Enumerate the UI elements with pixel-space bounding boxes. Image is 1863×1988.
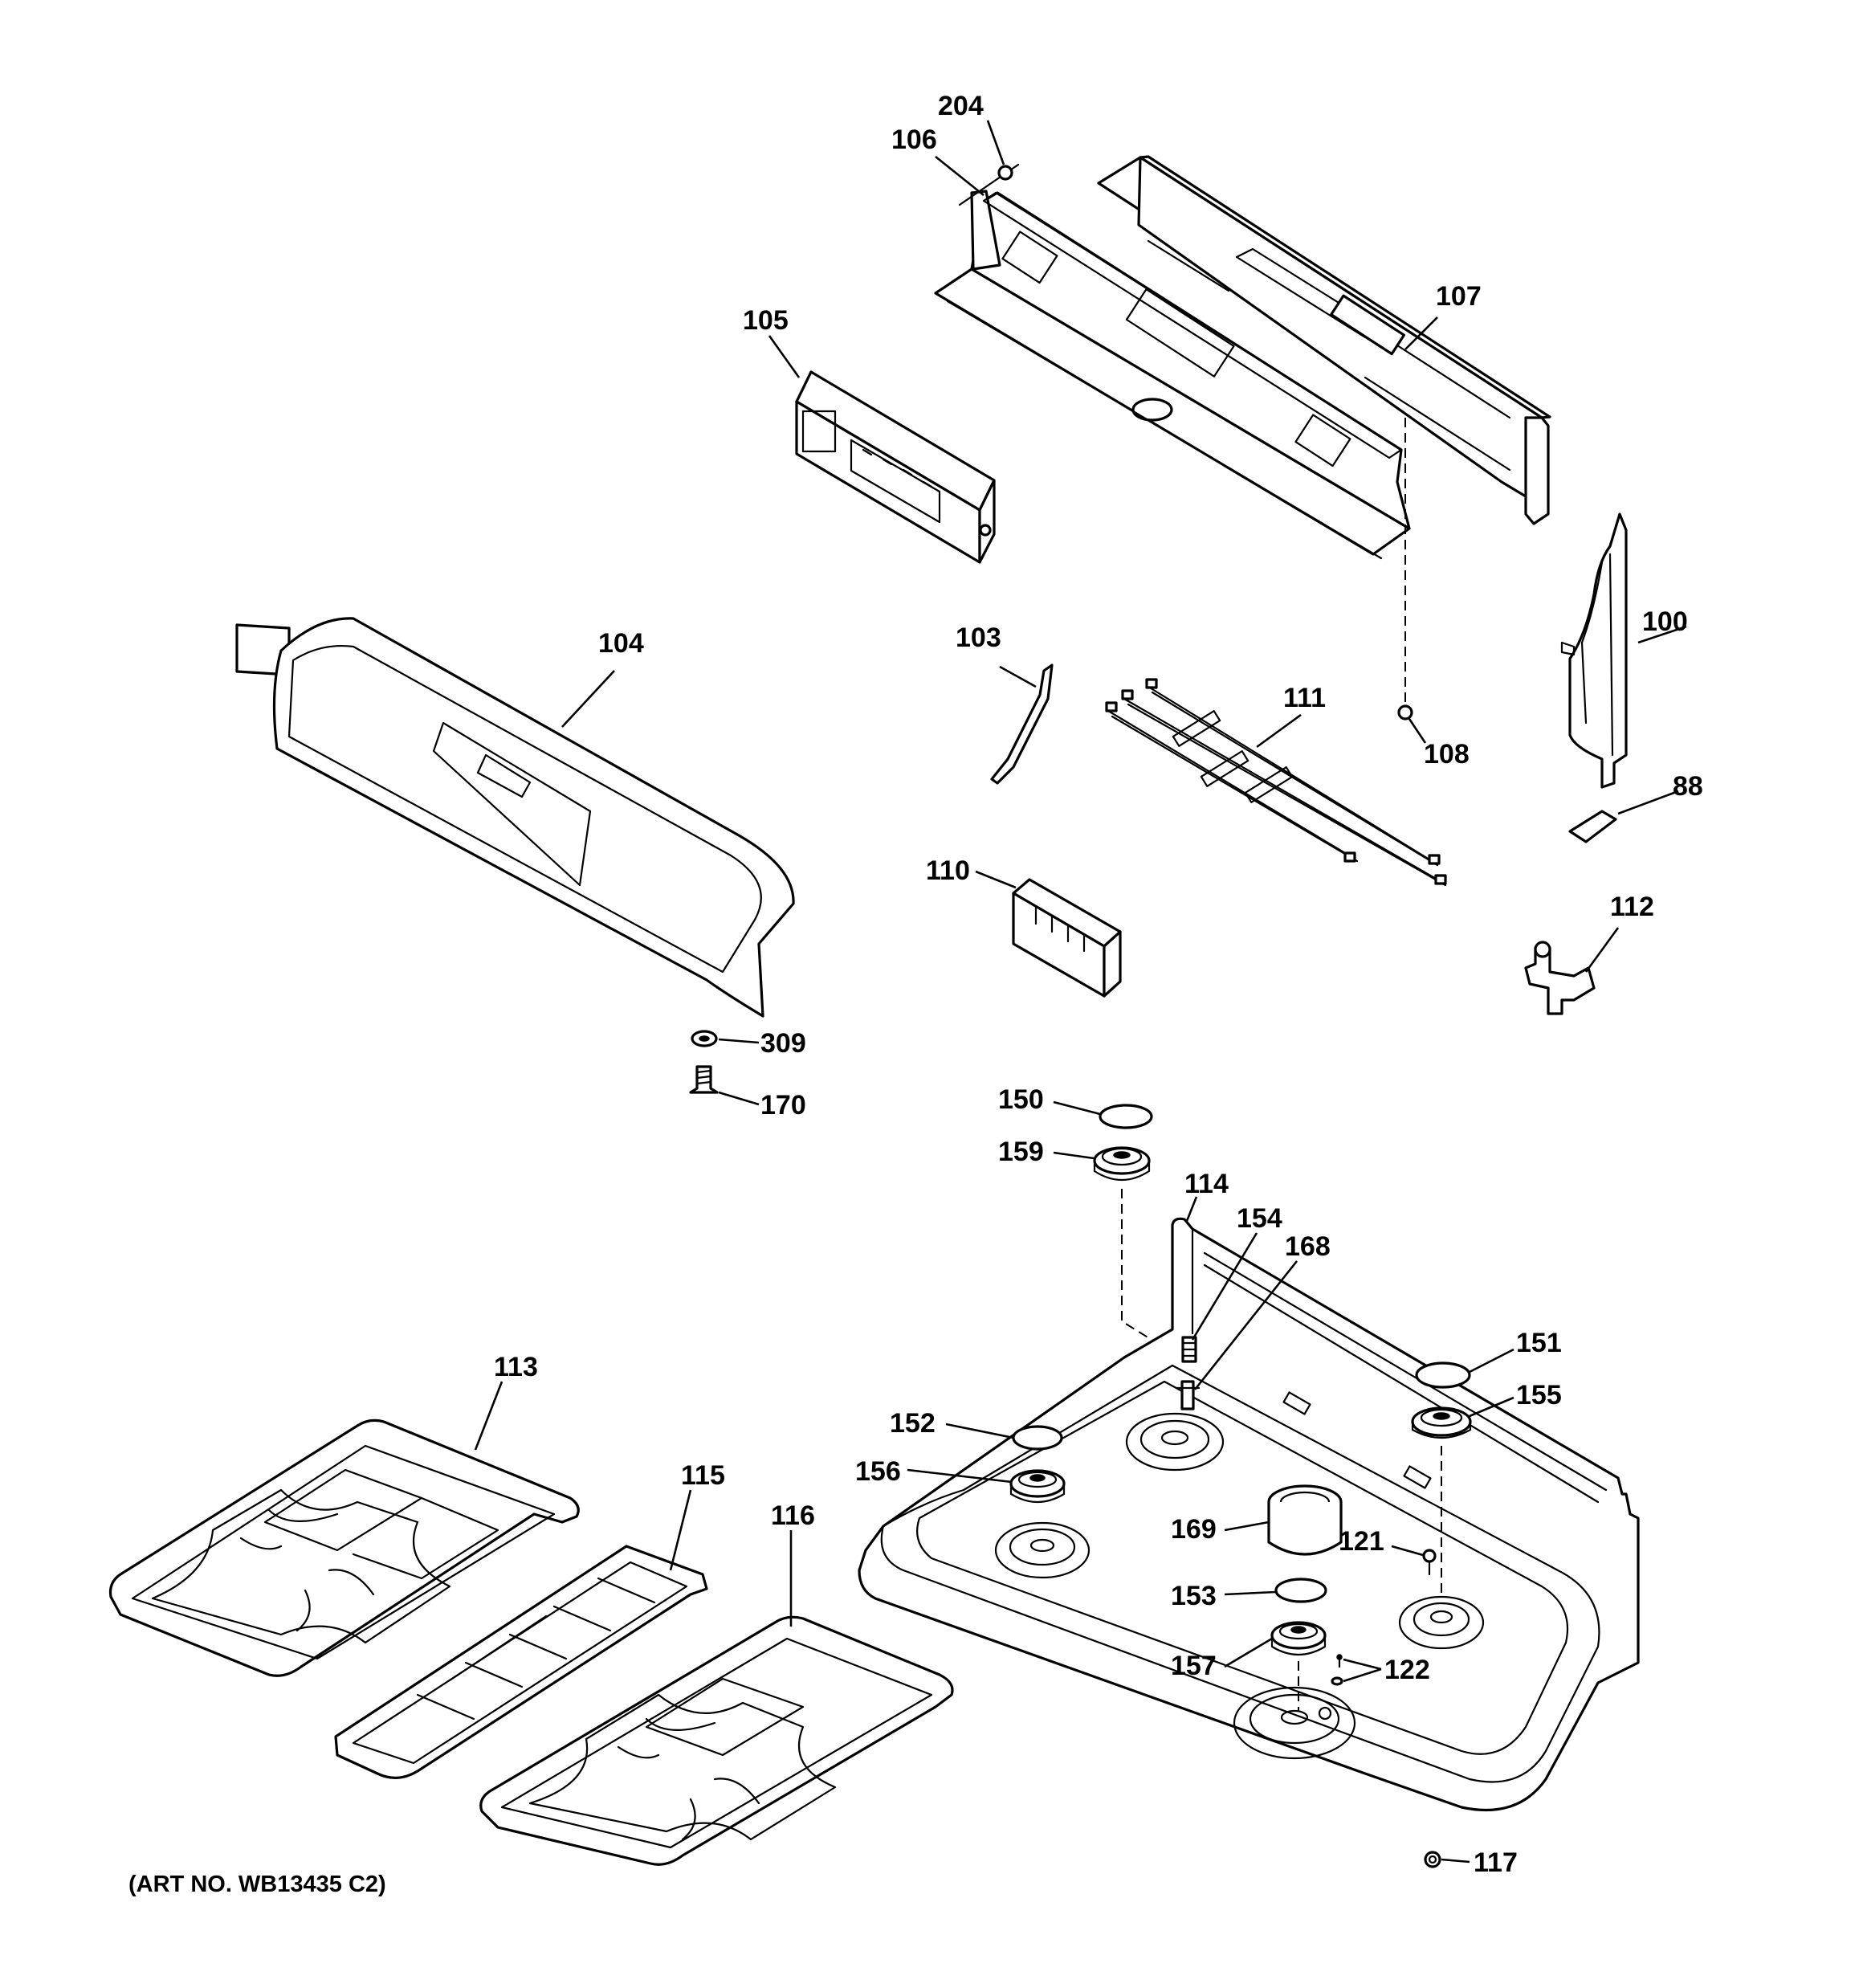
callout-115: 115: [681, 1460, 725, 1491]
callout-88: 88: [1673, 771, 1703, 802]
part-156-burner-head: [1009, 1469, 1066, 1503]
part-104-backguard: [235, 617, 795, 1018]
callout-116: 116: [771, 1500, 815, 1531]
part-115-grate-center: [334, 1545, 708, 1779]
part-108-screw: [1397, 418, 1413, 720]
part-153-burner-cap: [1274, 1578, 1327, 1603]
part-151-burner-cap: [1415, 1361, 1471, 1389]
part-110-spark-module: [1012, 878, 1122, 998]
part-88-clip: [1568, 810, 1617, 843]
part-117-nut: [1424, 1851, 1441, 1868]
callout-108: 108: [1424, 739, 1470, 769]
leader-lines: [474, 120, 1687, 1863]
callout-113: 113: [494, 1352, 538, 1382]
part-168-electrode: [1175, 1380, 1201, 1410]
part-204-screw: [958, 163, 1020, 206]
callout-204: 204: [938, 91, 984, 121]
burner-front-center: [1233, 1686, 1356, 1760]
callout-170: 170: [760, 1090, 806, 1121]
callout-121: 121: [1339, 1526, 1384, 1557]
callout-152: 152: [890, 1408, 936, 1439]
callout-153: 153: [1171, 1581, 1217, 1611]
part-155-burner-head: [1411, 1406, 1472, 1439]
callout-154: 154: [1237, 1203, 1282, 1234]
part-106-bracket-front: [934, 190, 1411, 560]
part-114-cooktop: [858, 1217, 1640, 1812]
callout-122: 122: [1384, 1655, 1430, 1685]
callout-100: 100: [1642, 606, 1688, 637]
callout-169: 169: [1171, 1514, 1217, 1545]
part-100-side-trim: [1560, 512, 1628, 789]
callout-150: 150: [998, 1084, 1044, 1115]
callout-309: 309: [760, 1028, 806, 1059]
part-150-burner-cap: [1099, 1104, 1153, 1129]
part-111-harness: [1105, 678, 1447, 887]
burner-front-left: [994, 1521, 1090, 1579]
part-112-valve: [1524, 941, 1596, 1015]
callout-151: 151: [1516, 1328, 1562, 1358]
callout-110: 110: [926, 855, 970, 886]
callout-105: 105: [743, 305, 789, 336]
part-116-grate-right: [479, 1615, 954, 1866]
callout-106: 106: [891, 125, 937, 155]
part-113-grate-left: [108, 1419, 580, 1677]
part-159-burner-head: [1093, 1146, 1151, 1181]
part-107-bracket-rear: [1097, 155, 1551, 525]
callout-labels: 204 106 107 105 104 103 111 100 108 88 1…: [494, 91, 1703, 1878]
part-170-screw: [689, 1065, 719, 1094]
callout-155: 155: [1516, 1380, 1562, 1410]
callout-112: 112: [1610, 892, 1654, 922]
callout-107: 107: [1436, 281, 1482, 312]
callout-117: 117: [1474, 1847, 1518, 1878]
callout-114: 114: [1184, 1169, 1229, 1199]
callout-156: 156: [855, 1456, 901, 1487]
callout-111: 111: [1283, 683, 1326, 713]
part-157-burner-head: [1270, 1621, 1327, 1655]
callout-103: 103: [956, 623, 1001, 653]
part-309-washer: [691, 1030, 718, 1047]
part-121-screw: [1422, 1549, 1437, 1576]
part-154-orifice: [1181, 1336, 1197, 1363]
callout-104: 104: [598, 628, 644, 659]
callout-159: 159: [998, 1137, 1044, 1167]
part-122-screws: [1331, 1654, 1343, 1686]
burner-rear-right: [1398, 1595, 1485, 1650]
part-105-control-board: [795, 370, 996, 564]
part-169-burner: [1267, 1484, 1343, 1556]
callout-157: 157: [1171, 1651, 1217, 1681]
part-103-wire: [990, 663, 1054, 785]
art-number: (ART NO. WB13435 C2): [128, 1872, 386, 1897]
part-152-burner-cap: [1012, 1425, 1063, 1451]
callout-168: 168: [1285, 1231, 1331, 1262]
burner-rear-left: [1125, 1412, 1225, 1472]
